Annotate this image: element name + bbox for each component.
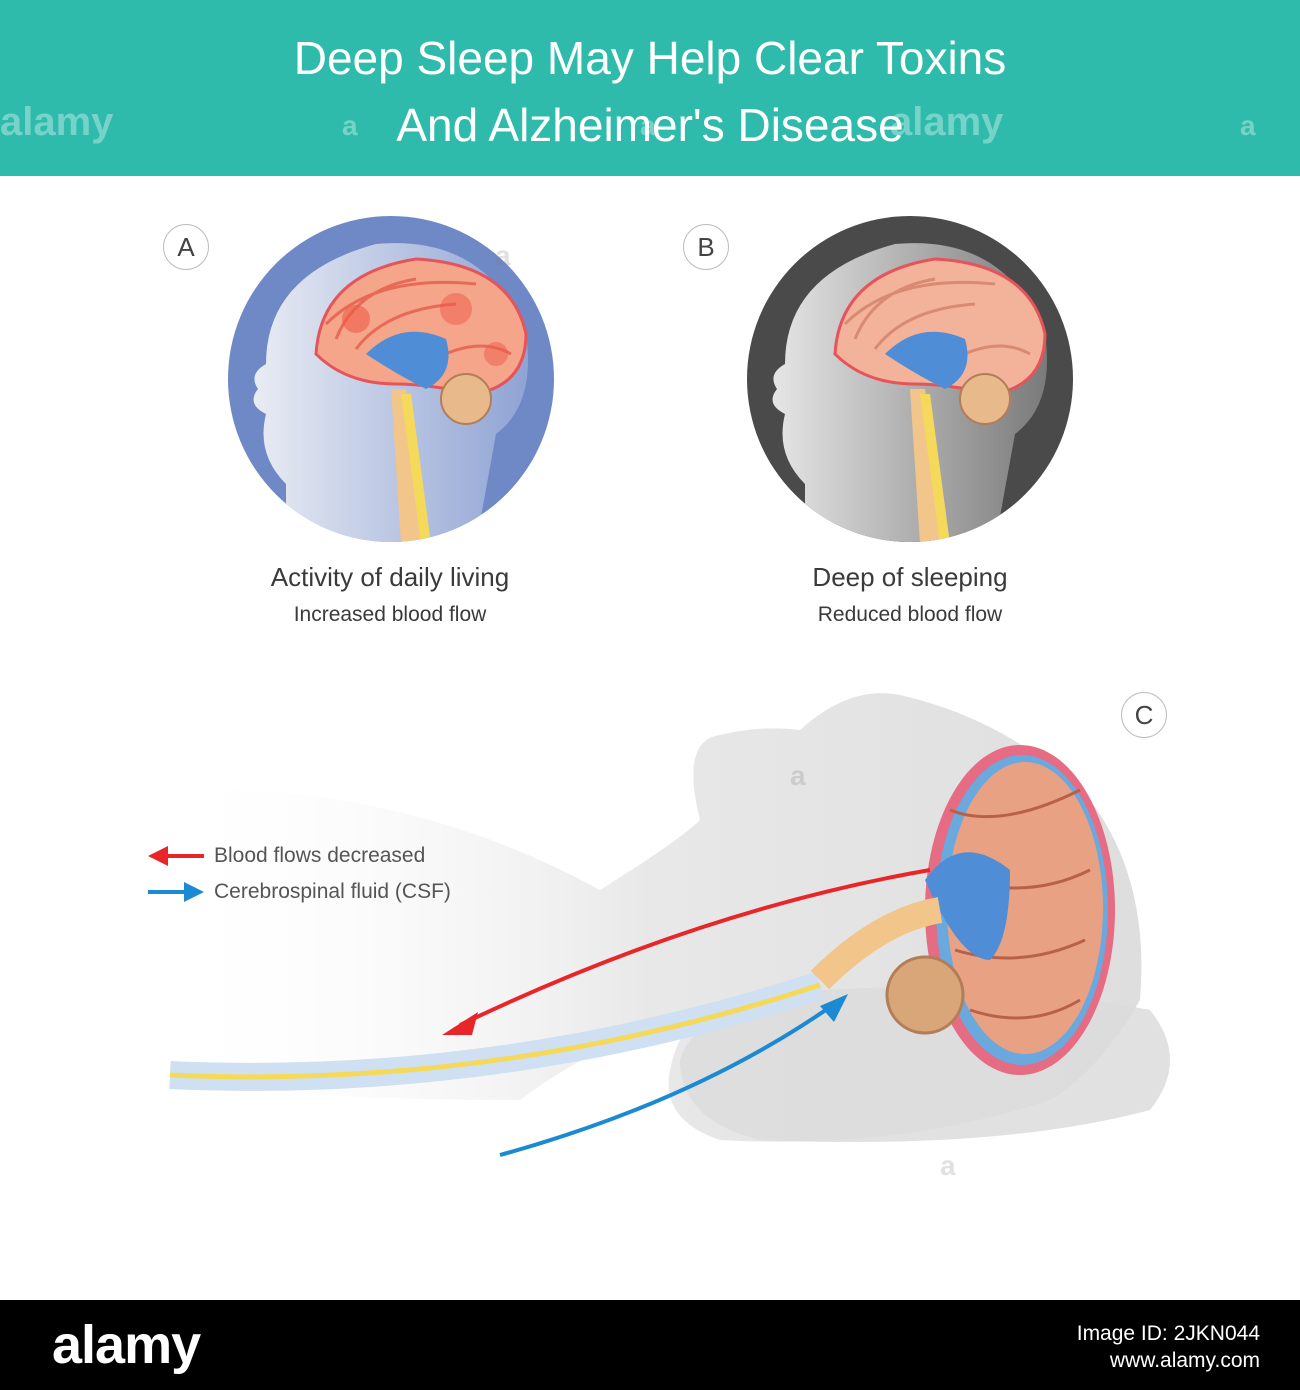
brain-active-illustration	[228, 216, 554, 542]
panel-b-subcaption: Reduced blood flow	[817, 603, 1003, 626]
watermark-mark: a	[940, 1150, 956, 1181]
legend-label-blood: Blood flows decreased	[214, 844, 426, 867]
legend-label-csf: Cerebrospinal fluid (CSF)	[214, 880, 451, 903]
watermark-logo: alamy	[0, 100, 114, 144]
watermark-mark: a	[1240, 110, 1256, 141]
panel-a-caption: Activity of daily living	[270, 562, 510, 592]
red-arrow-icon	[148, 846, 204, 866]
footer-image-info: Image ID: 2JKN044 www.alamy.com	[1077, 1320, 1260, 1374]
watermark-footer: alamy Image ID: 2JKN044 www.alamy.com	[0, 1300, 1300, 1390]
brain-sleeping-illustration	[747, 216, 1073, 542]
image-id: Image ID: 2JKN044	[1076, 1322, 1260, 1345]
title-line-2: And Alzheimer's Disease	[396, 99, 904, 151]
panel-a-subcaption: Increased blood flow	[293, 603, 487, 626]
title-banner: Deep Sleep May Help Clear Toxins And Alz…	[0, 0, 1300, 176]
watermark-mark: a	[790, 760, 806, 791]
site-url: www.alamy.com	[1109, 1349, 1260, 1372]
panel-b-caption: Deep of sleeping	[812, 562, 1008, 592]
watermark-logo: alamy	[890, 100, 1004, 144]
blue-arrow-icon	[148, 882, 204, 902]
watermark-mark: a	[495, 240, 511, 271]
title-line-1: Deep Sleep May Help Clear Toxins	[293, 32, 1007, 84]
panel-a-badge: A	[163, 224, 209, 270]
footer-logo: alamy	[52, 1315, 201, 1375]
watermark-mark: a	[342, 110, 358, 141]
panel-b-badge: B	[683, 224, 729, 270]
panel-c-badge: C	[1121, 692, 1167, 738]
watermark-mark: a	[640, 110, 656, 141]
sleeping-person-illustration	[160, 693, 1170, 1157]
